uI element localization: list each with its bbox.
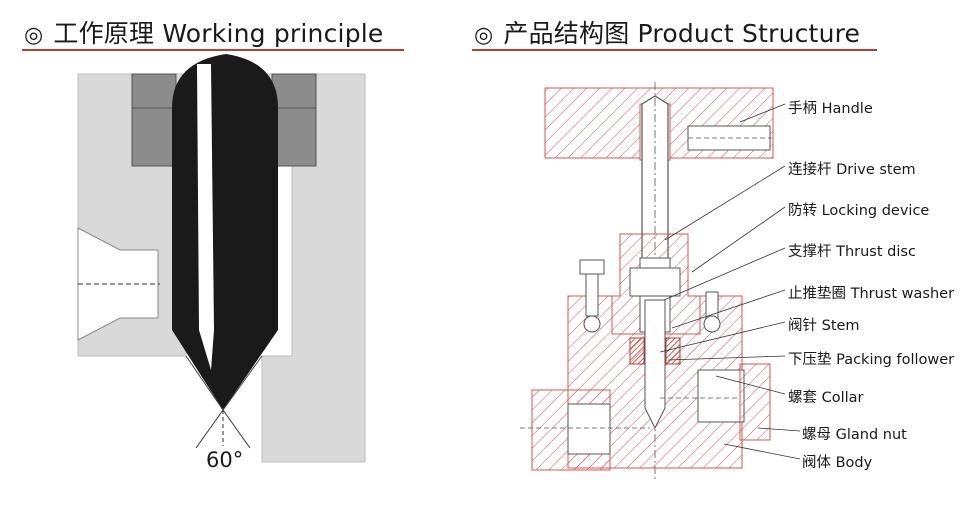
valve-stem: [644, 299, 666, 430]
circle-bullet-icon: ◎: [24, 23, 44, 48]
product-structure-diagram: [520, 82, 801, 480]
label-collar: 螺套 Collar: [788, 390, 864, 406]
packing-left: [629, 337, 645, 365]
product-structure-title-text: 产品结构图 Product Structure: [503, 19, 861, 48]
label-packing-follower: 下压垫 Packing follower: [788, 352, 955, 368]
working-principle-diagram: [77, 54, 366, 463]
needle-highlight: [197, 64, 214, 370]
angle-label: 60°: [206, 448, 244, 472]
title-underline-left: [22, 49, 404, 51]
angle-line-right: [222, 409, 251, 449]
label-thrust-washer: 止推垫圈 Thrust washer: [788, 286, 955, 302]
packing-right: [665, 337, 681, 365]
title-underline-right: [472, 49, 877, 51]
circle-bullet-icon: ◎: [474, 23, 494, 48]
label-stem: 阀针 Stem: [788, 318, 860, 334]
label-body: 阀体 Body: [802, 455, 873, 471]
label-gland-nut: 螺母 Gland nut: [802, 427, 907, 443]
working-principle-title: ◎ 工作原理 Working principle: [24, 14, 384, 50]
label-handle: 手柄 Handle: [788, 101, 873, 117]
bolt-head: [579, 259, 605, 275]
valve-body-section: [77, 73, 366, 463]
working-principle-title-text: 工作原理 Working principle: [53, 19, 384, 48]
label-locking-device: 防转 Locking device: [788, 203, 930, 219]
collar: [697, 369, 745, 423]
gland-block-right: [271, 73, 317, 167]
label-drive-stem: 连接杆 Drive stem: [788, 162, 916, 178]
gland-nut: [739, 363, 771, 441]
label-thrust-disc: 支撑杆 Thrust disc: [788, 244, 916, 260]
leader-lines: [659, 103, 801, 460]
gland-block-left: [131, 73, 177, 167]
product-structure-title: ◎ 产品结构图 Product Structure: [474, 14, 860, 50]
angle-line-left: [195, 409, 224, 449]
